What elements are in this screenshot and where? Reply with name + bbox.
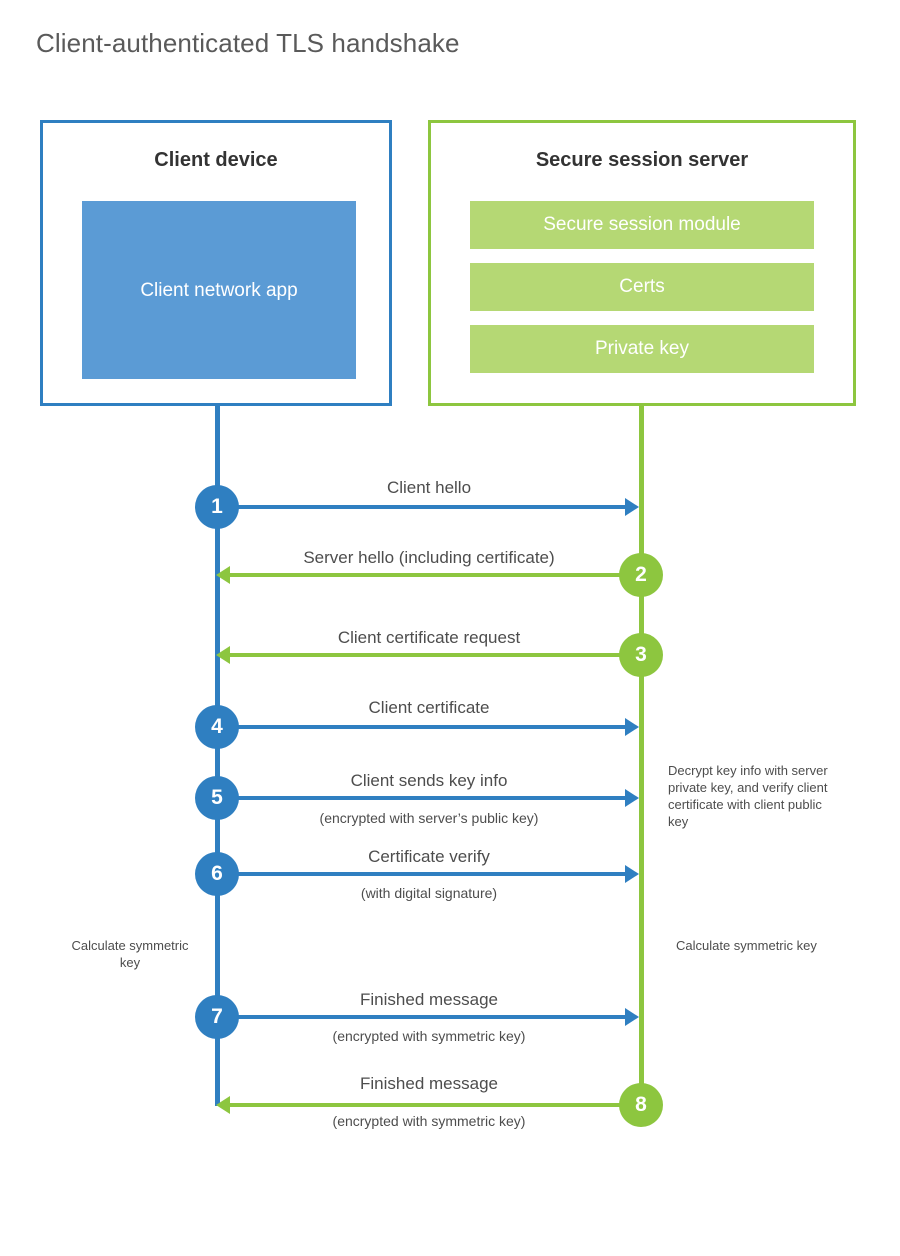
step-6-label: Certificate verify [368, 847, 490, 866]
step-7-label: Finished message [360, 990, 498, 1009]
server-calculate-symmetric-key-annotation: Calculate symmetric key [676, 938, 817, 953]
step-1-arrow-line [217, 505, 627, 509]
step-6-arrow-line [217, 872, 627, 876]
secure-session-server-box: Secure session server Secure session mod… [428, 120, 856, 406]
step-5-arrow-head-icon [625, 789, 639, 807]
secure-session-server-title: Secure session server [535, 149, 749, 171]
step-3-arrow-line [230, 653, 641, 657]
step-8-arrow-line [230, 1103, 641, 1107]
step-3-arrow-head-icon [216, 646, 230, 664]
client-device-box: Client device Client network app [40, 120, 392, 406]
step-8-arrow-head-icon [216, 1096, 230, 1114]
step-2-arrow-line [230, 573, 641, 577]
server-component-list: Secure session module Certs Private key [470, 201, 814, 373]
step-7-badge: 7 [195, 995, 239, 1039]
client-lifeline [215, 406, 220, 1106]
step-5-sublabel: (encrypted with server’s public key) [319, 810, 539, 826]
step-6-sublabel: (with digital signature) [360, 885, 498, 901]
step-4-badge: 4 [195, 705, 239, 749]
step-2-arrow-head-icon [216, 566, 230, 584]
step-7-arrow-head-icon [625, 1008, 639, 1026]
step-8-badge: 8 [619, 1083, 663, 1127]
step-7-sublabel: (encrypted with symmetric key) [332, 1028, 526, 1044]
step-4-arrow-line [217, 725, 627, 729]
server-decrypt-annotation: Decrypt key info with server private key… [668, 763, 828, 829]
step-3-label: Client certificate request [337, 628, 521, 647]
client-device-title: Client device [154, 149, 278, 171]
step-2-label: Server hello (including certificate) [303, 548, 555, 567]
step-1-arrow-head-icon [625, 498, 639, 516]
step-6-badge: 6 [195, 852, 239, 896]
step-8-label: Finished message [360, 1074, 498, 1093]
step-8-sublabel: (encrypted with symmetric key) [332, 1113, 526, 1129]
server-component-private-key: Private key [470, 325, 814, 373]
page-title: Client-authenticated TLS handshake [36, 28, 460, 58]
step-2-badge: 2 [619, 553, 663, 597]
step-5-badge: 5 [195, 776, 239, 820]
step-1-badge: 1 [195, 485, 239, 529]
step-4-arrow-head-icon [625, 718, 639, 736]
server-lifeline [639, 406, 644, 1106]
step-1-label: Client hello [386, 478, 472, 497]
client-calculate-symmetric-key-annotation: Calculate symmetric key [71, 938, 189, 970]
step-4-label: Client certificate [368, 698, 490, 717]
step-7-arrow-line [217, 1015, 627, 1019]
step-5-label: Client sends key info [350, 771, 508, 790]
client-network-app-block: Client network app [82, 201, 356, 379]
server-component-secure-session-module: Secure session module [470, 201, 814, 249]
server-component-certs: Certs [470, 263, 814, 311]
step-6-arrow-head-icon [625, 865, 639, 883]
step-3-badge: 3 [619, 633, 663, 677]
step-5-arrow-line [217, 796, 627, 800]
